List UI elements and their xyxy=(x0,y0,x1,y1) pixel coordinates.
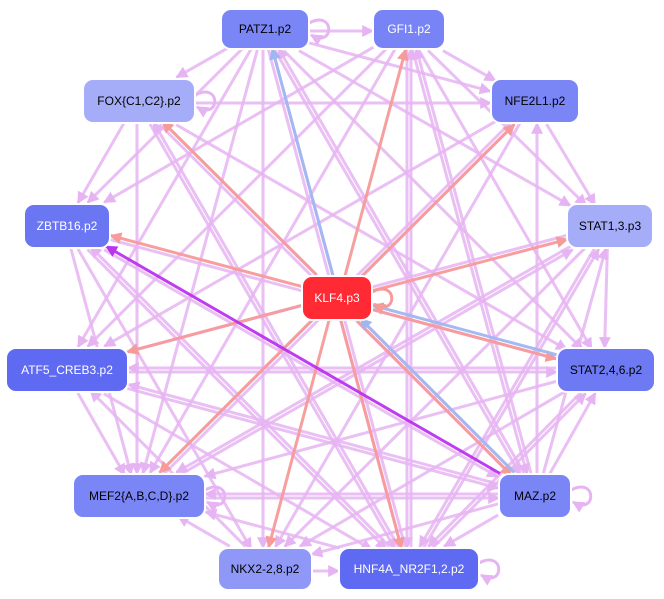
edge-hnf4a-to-stat13 xyxy=(421,247,601,550)
node-gfi1[interactable]: GFI1.p2 xyxy=(372,8,446,50)
node-box-zbtb16 xyxy=(23,203,111,249)
edge-maz-to-gfi1 xyxy=(413,47,533,474)
node-box-nkx22 xyxy=(217,547,313,591)
node-label-patz1: PATZ1.p2 xyxy=(239,22,292,36)
node-label-zbtb16: ZBTB16.p2 xyxy=(37,219,98,233)
edge-maz-to-zbtb16 xyxy=(105,245,501,475)
node-maz[interactable]: MAZ.p2 xyxy=(498,473,572,519)
node-box-stat246 xyxy=(556,347,656,393)
edge-maz-to-hnf4a xyxy=(443,513,499,548)
node-box-klf4 xyxy=(301,275,373,321)
node-label-nfe2l1: NFE2L1.p2 xyxy=(505,94,566,108)
edge-atf5-to-mef2 xyxy=(76,392,127,477)
edge-fox-to-zbtb16 xyxy=(76,121,126,205)
node-box-fox xyxy=(82,78,196,124)
edge-nkx22-to-mef2 xyxy=(176,515,231,548)
node-hnf4a[interactable]: HNF4A_NR2F1,2.p2 xyxy=(338,547,480,591)
node-box-patz1 xyxy=(220,8,310,50)
node-nkx22[interactable]: NKX2-2,8.p2 xyxy=(217,547,313,591)
edge-atf5-to-maz xyxy=(127,386,500,492)
node-box-mef2 xyxy=(72,473,206,519)
edge-maz-to-stat246 xyxy=(547,391,597,476)
self-loops-layer xyxy=(194,18,593,586)
edge-klf4-to-mef2 xyxy=(158,317,315,474)
edge-klf4-to-nfe2l1 xyxy=(359,123,516,279)
node-box-hnf4a xyxy=(338,547,480,591)
node-box-maz xyxy=(498,473,572,519)
edge-stat13-to-mef2 xyxy=(175,244,572,474)
edge-gfi1-to-nfe2l1 xyxy=(442,49,497,83)
edge-atf5-to-hnf4a xyxy=(103,392,373,551)
self-loop-hnf4a xyxy=(478,558,501,586)
edge-fox-to-stat246 xyxy=(175,123,568,351)
node-box-gfi1 xyxy=(372,8,446,50)
edge-klf4-to-nkx22 xyxy=(265,319,331,549)
node-klf4[interactable]: KLF4.p3 xyxy=(301,275,373,321)
node-label-stat246: STAT2,4,6.p2 xyxy=(570,363,643,377)
node-zbtb16[interactable]: ZBTB16.p2 xyxy=(23,203,111,249)
edge-mef2-to-stat13 xyxy=(177,248,574,478)
edge-maz-to-atf5 xyxy=(127,381,500,486)
edge-klf4-to-zbtb16 xyxy=(109,232,303,289)
edge-stat13-to-stat246 xyxy=(598,247,611,350)
node-label-stat13: STAT1,3.p3 xyxy=(579,219,642,233)
node-box-nfe2l1 xyxy=(490,78,580,124)
node-label-maz: MAZ.p2 xyxy=(514,489,556,503)
self-loop-mef2 xyxy=(204,485,227,513)
node-stat13[interactable]: STAT1,3.p3 xyxy=(566,203,654,249)
self-loop-maz xyxy=(570,485,593,513)
edge-zbtb16-to-maz xyxy=(103,248,500,479)
edge-stat246-to-mef2 xyxy=(203,379,557,480)
edge-gfi1-to-zbtb16 xyxy=(103,46,375,204)
node-label-hnf4a: HNF4A_NR2F1,2.p2 xyxy=(354,562,465,576)
node-patz1[interactable]: PATZ1.p2 xyxy=(220,8,310,50)
node-label-atf5: ATF5_CREB3.p2 xyxy=(21,363,113,377)
edge-klf4-to-patz1 xyxy=(269,47,335,276)
node-label-mef2: MEF2{A,B,C,D}.p2 xyxy=(89,489,189,503)
edge-hnf4a-to-zbtb16 xyxy=(89,245,391,548)
edge-klf4-to-maz xyxy=(356,320,513,477)
edge-klf4-to-hnf4a xyxy=(339,320,405,550)
node-nfe2l1[interactable]: NFE2L1.p2 xyxy=(490,78,580,124)
self-loop-fox xyxy=(194,90,217,118)
edge-hnf4a-to-fox xyxy=(152,120,400,548)
edge-patz1-to-fox xyxy=(175,45,230,79)
edge-nfe2l1-to-stat13 xyxy=(545,123,597,207)
node-label-klf4: KLF4.p3 xyxy=(314,291,360,305)
edge-klf4-to-stat13 xyxy=(372,236,569,293)
edge-maz-to-patz1 xyxy=(277,46,526,474)
node-box-stat13 xyxy=(566,203,654,249)
node-label-nkx22: NKX2-2,8.p2 xyxy=(231,562,300,576)
edges-layer xyxy=(69,25,611,577)
self-loop-patz1 xyxy=(308,18,331,46)
self-loop-klf4 xyxy=(371,287,394,315)
edge-klf4-to-atf5 xyxy=(126,303,302,355)
node-atf5[interactable]: ATF5_CREB3.p2 xyxy=(5,347,129,393)
edge-klf4-to-stat246 xyxy=(371,307,558,362)
node-label-fox: FOX{C1,C2}.p2 xyxy=(97,94,181,108)
node-box-atf5 xyxy=(5,347,129,393)
node-fox[interactable]: FOX{C1,C2}.p2 xyxy=(82,78,196,124)
edge-stat246-to-klf4 xyxy=(371,302,558,357)
edge-nfe2l1-to-nkx22 xyxy=(274,121,522,549)
node-stat246[interactable]: STAT2,4,6.p2 xyxy=(556,347,656,393)
edge-maz-to-klf4 xyxy=(359,317,516,474)
edge-gfi1-to-stat246 xyxy=(417,49,593,351)
edge-stat246-to-nkx22 xyxy=(298,389,569,548)
node-label-gfi1: GFI1.p2 xyxy=(387,22,431,36)
edge-klf4-to-gfi1 xyxy=(343,48,409,277)
node-mef2[interactable]: MEF2{A,B,C,D}.p2 xyxy=(72,473,206,519)
edge-nfe2l1-to-atf5 xyxy=(103,119,497,348)
edge-klf4-to-fox xyxy=(161,120,318,276)
